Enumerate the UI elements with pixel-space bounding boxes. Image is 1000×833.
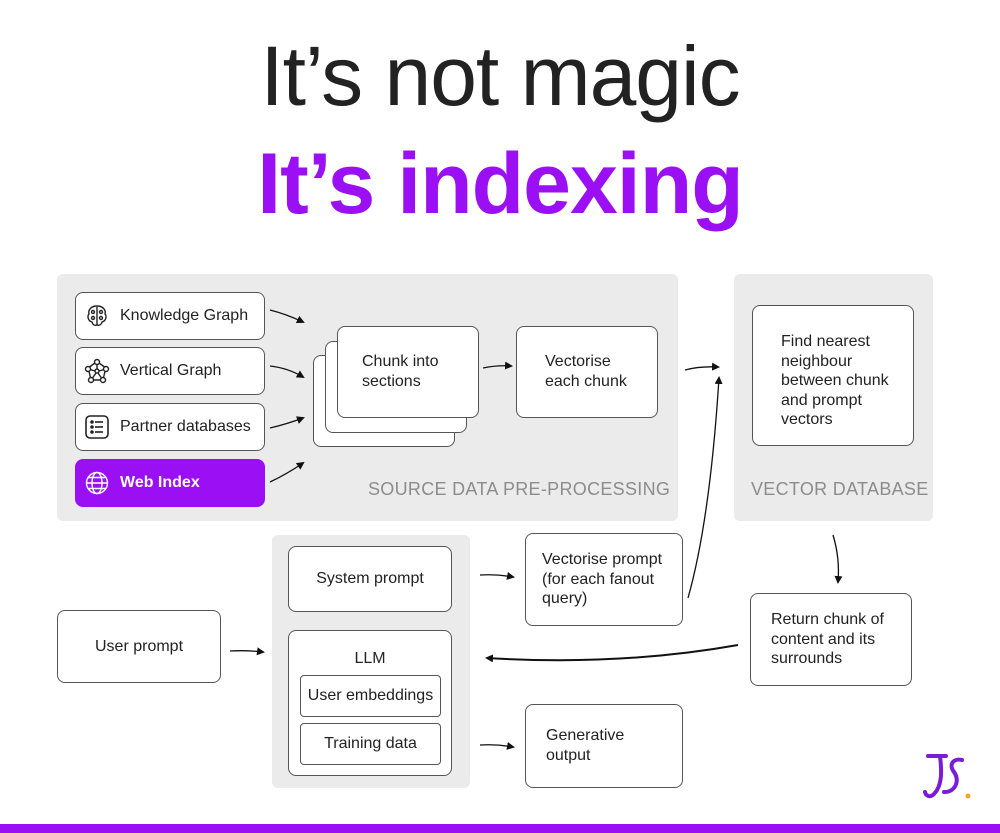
chunk-into-sections-box: Chunk into sections xyxy=(337,326,479,418)
network-icon xyxy=(84,358,110,384)
return-chunk-box: Return chunk of content and its surround… xyxy=(750,593,912,686)
generative-output-box: Generative output xyxy=(525,704,683,788)
arrow-system-to-vectorise xyxy=(479,571,515,580)
arrow-db-to-return xyxy=(832,534,843,584)
training-data-box: Training data xyxy=(300,723,441,765)
arrow-llm-to-output xyxy=(479,741,515,750)
arrow-vectorise-to-db xyxy=(684,362,720,371)
bottom-accent-bar xyxy=(0,824,1000,833)
js-logo-icon xyxy=(923,754,971,799)
return-chunk-label: Return chunk of content and its surround… xyxy=(771,611,884,668)
source-partner-databases: Partner databases xyxy=(75,403,265,451)
generative-output-label: Generative output xyxy=(546,727,625,764)
list-icon xyxy=(84,414,110,440)
user-prompt-label: User prompt xyxy=(94,637,184,655)
globe-icon xyxy=(84,470,110,496)
vector-database-label: VECTOR DATABASE xyxy=(751,479,929,499)
vectorise-each-chunk-box: Vectorise each chunk xyxy=(516,326,658,418)
system-prompt-box: System prompt xyxy=(288,546,452,612)
title-line-2: It’s indexing xyxy=(257,136,744,232)
preprocessing-panel-label: SOURCE DATA PRE-PROCESSING xyxy=(368,479,671,499)
source-label: Knowledge Graph xyxy=(120,307,249,325)
chunk-label: Chunk into sections xyxy=(362,353,439,390)
arrow-return-to-llm xyxy=(485,644,739,663)
find-label: Find nearest neighbour between chunk and… xyxy=(781,333,889,429)
arrow-user-to-llm xyxy=(229,647,265,656)
brand-logo xyxy=(920,748,976,804)
system-prompt-label: System prompt xyxy=(316,570,424,588)
vectorise-label: Vectorise each chunk xyxy=(545,353,627,390)
vectorise-prompt-box: Vectorise prompt (for each fanout query) xyxy=(525,533,683,626)
arrow-vector-prompt-to-db xyxy=(687,376,723,599)
vectorise-prompt-label: Vectorise prompt (for each fanout query) xyxy=(542,551,663,608)
find-nearest-neighbour-box: Find nearest neighbour between chunk and… xyxy=(752,305,914,446)
training-data-label: Training data xyxy=(324,735,417,753)
source-label: Vertical Graph xyxy=(120,362,222,380)
llm-label: LLM xyxy=(354,650,386,667)
title-line-1: It’s not magic xyxy=(260,29,740,123)
user-embeddings-box: User embeddings xyxy=(300,675,441,717)
source-label: Web Index xyxy=(120,474,200,492)
source-vertical-graph: Vertical Graph xyxy=(75,347,265,395)
user-prompt-box: User prompt xyxy=(57,610,221,683)
brain-icon xyxy=(84,303,110,329)
source-knowledge-graph: Knowledge Graph xyxy=(75,292,265,340)
source-label: Partner databases xyxy=(120,418,251,436)
user-embeddings-label: User embeddings xyxy=(307,687,434,705)
source-web-index: Web Index xyxy=(75,459,265,507)
